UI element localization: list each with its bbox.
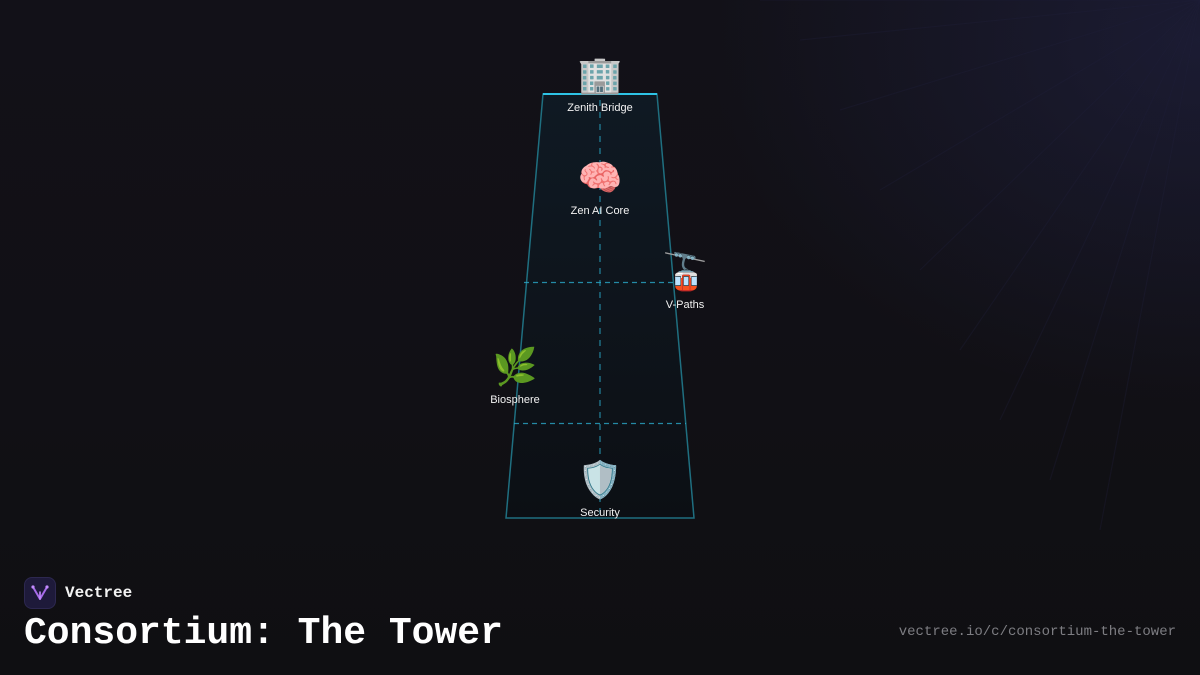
brand: Vectree (24, 577, 132, 609)
node-zen-ai-core: 🧠 Zen AI Core (540, 158, 660, 217)
node-label: Security (580, 507, 620, 519)
node-zenith-bridge: 🏢 Zenith Bridge (540, 55, 660, 114)
brain-icon: 🧠 (577, 158, 623, 199)
node-label: Zenith Bridge (567, 102, 633, 114)
brand-name: Vectree (65, 584, 133, 602)
node-biosphere: 🌿 Biosphere (455, 347, 575, 406)
source-url[interactable]: vectree.io/c/consortium-the-tower (898, 624, 1176, 640)
shield-icon: 🛡️ (577, 460, 623, 501)
node-label: Biosphere (490, 394, 540, 406)
office-building-icon: 🏢 (577, 55, 623, 96)
node-label: V-Paths (665, 299, 705, 311)
page-title: Consortium: The Tower (24, 612, 503, 655)
node-security: 🛡️ Security (540, 460, 660, 519)
node-v-paths: 🚡 V-Paths (625, 252, 745, 311)
node-label: Zen AI Core (570, 205, 630, 217)
aerial-tramway-icon: 🚡 (662, 252, 708, 293)
herb-leaf-icon: 🌿 (492, 347, 538, 388)
vectree-logo-icon (24, 577, 56, 609)
